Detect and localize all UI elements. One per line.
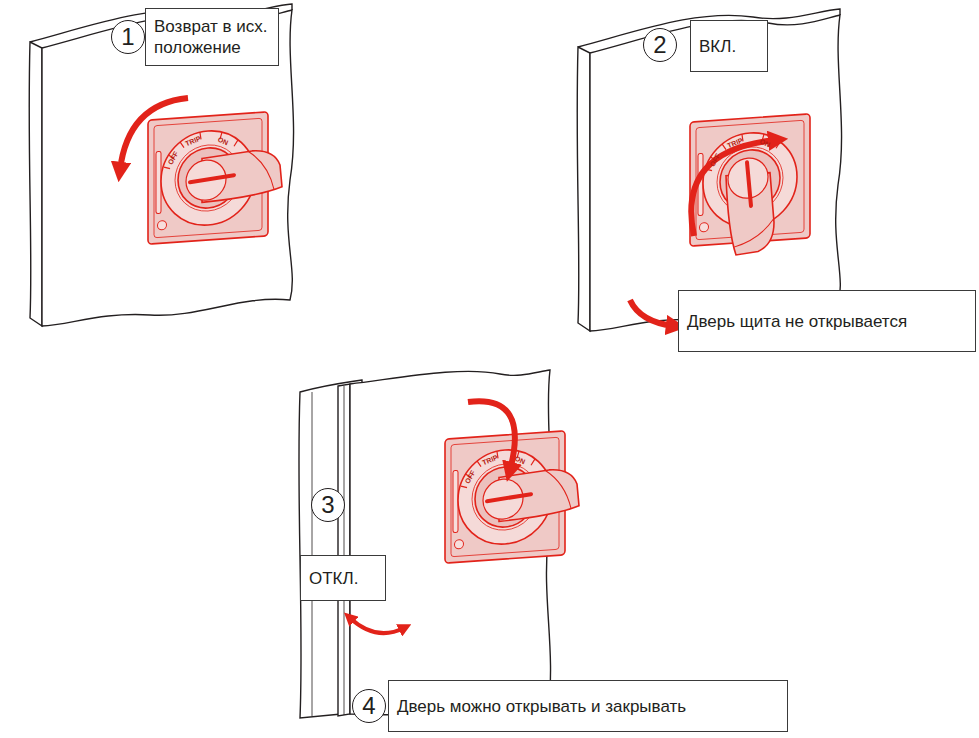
door-gap (312, 386, 344, 716)
cabinet-door (590, 15, 842, 331)
handle-knob (178, 143, 282, 210)
cabinet (29, 4, 293, 326)
note-box: ВКЛ. (690, 20, 768, 72)
door-arrow (630, 300, 674, 326)
note-box: Дверь можно открывать и закрывать (388, 680, 788, 732)
rotary-handle (148, 111, 282, 244)
node-text: 2 (653, 33, 666, 57)
callout-number: 1 (111, 20, 145, 54)
rotation-arrow (120, 98, 188, 170)
rotation-arrow (468, 401, 515, 470)
node-text: 1 (121, 25, 134, 49)
node-text: Дверь щита не открывается (687, 311, 969, 332)
node-text: 3 (321, 493, 334, 517)
node-text: 4 (362, 694, 375, 718)
callout-number: 4 (352, 689, 386, 723)
rotation-arrow (691, 140, 776, 236)
cabinet-side (577, 47, 590, 331)
handle-knob (720, 148, 780, 256)
node-text: ОТКЛ. (309, 568, 379, 589)
note-box: ОТКЛ. (300, 555, 386, 601)
node-text: Возврат в исх. положение (154, 16, 272, 58)
callout-number: 2 (643, 28, 677, 62)
rotary-handle (690, 114, 810, 258)
cabinet-side (29, 42, 42, 326)
node-text: ВКЛ. (699, 36, 761, 57)
callout-number: 3 (311, 488, 345, 522)
node-text: Дверь можно открывать и закрывать (397, 696, 781, 717)
note-box: Возврат в исх. положение (145, 8, 279, 66)
cabinet (577, 9, 841, 331)
note-box: Дверь щита не открывается (678, 290, 976, 352)
door-swing-arrow (350, 618, 404, 633)
handle-knob (475, 462, 579, 529)
